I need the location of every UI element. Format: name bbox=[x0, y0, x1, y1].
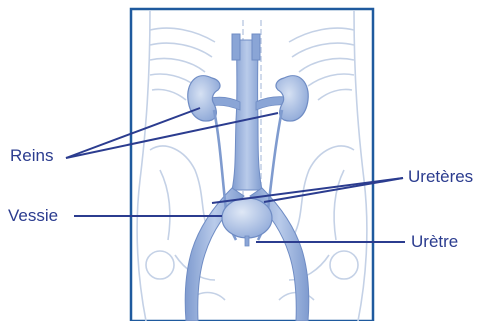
label-vessie: Vessie bbox=[8, 206, 58, 226]
bladder bbox=[222, 198, 272, 238]
urethra bbox=[245, 236, 249, 246]
label-ureteres: Uretères bbox=[408, 167, 473, 187]
label-uretre: Urètre bbox=[411, 232, 458, 252]
label-reins: Reins bbox=[10, 146, 53, 166]
